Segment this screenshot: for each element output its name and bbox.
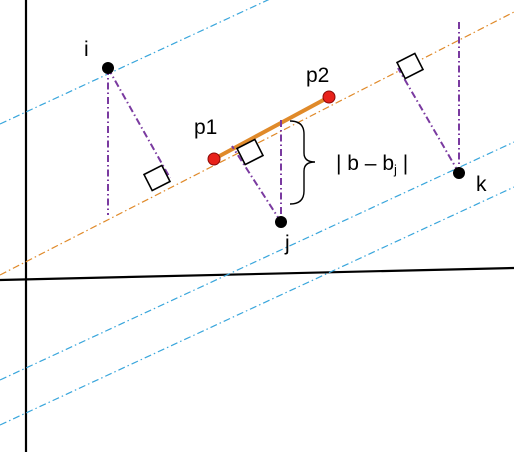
regression-line [0, 11, 514, 276]
perpendicular-lines [107, 22, 460, 223]
point-k [453, 167, 465, 179]
formula-suffix: | [397, 152, 408, 175]
formula-label: | b – bj | [336, 152, 408, 177]
right-angle-icon [142, 164, 172, 192]
segment-p1-p2 [213, 95, 330, 161]
point-j [275, 216, 287, 228]
right-angle-icons [142, 52, 425, 192]
formula-prefix: | b – b [336, 152, 394, 175]
point-i [102, 62, 114, 74]
right-curly-brace-icon [289, 120, 316, 205]
parallel-line-3 [0, 186, 514, 426]
label-i: i [84, 38, 89, 61]
label-p1: p1 [194, 116, 217, 139]
right-angle-icon [235, 138, 265, 166]
formula-subscript: j [393, 162, 397, 177]
label-j: j [284, 232, 290, 255]
parallel-line-2 [0, 141, 514, 381]
label-p2: p2 [306, 64, 329, 87]
point-p1 [207, 152, 221, 166]
point-p2 [322, 90, 336, 104]
perp-line-j [231, 145, 282, 223]
perp-line-k [397, 67, 460, 174]
parallel-lines [0, 0, 514, 426]
label-k: k [476, 173, 487, 196]
x-axis [0, 266, 514, 282]
right-angle-icon [395, 52, 425, 80]
perp-line-i [107, 67, 171, 179]
parallel-line-1 [0, 0, 270, 125]
